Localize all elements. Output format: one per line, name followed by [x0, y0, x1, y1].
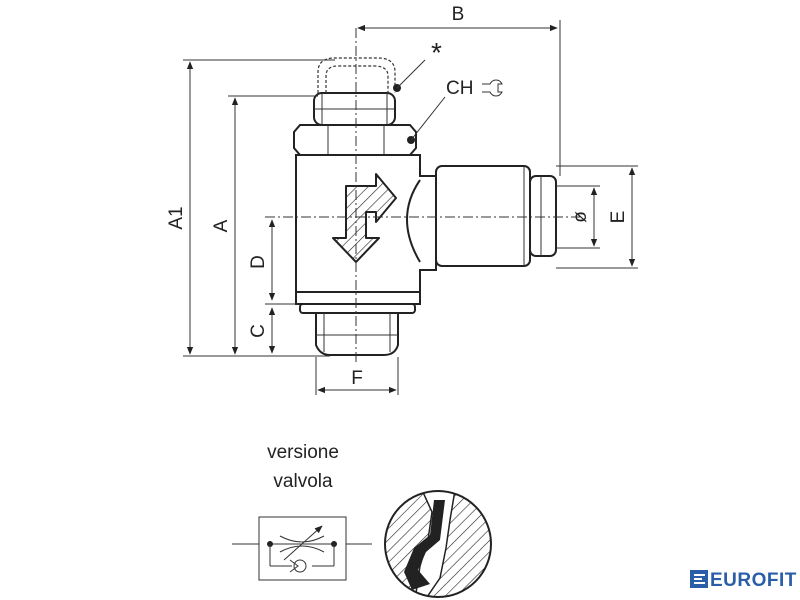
- wrench-icon: [482, 79, 503, 97]
- bottom-flange: [295, 291, 421, 305]
- eurofit-logo: EUROFIT: [690, 570, 797, 591]
- caption-line-2: valvola: [273, 471, 333, 492]
- label-a1: A1: [166, 206, 187, 229]
- label-asterisk: *: [431, 37, 442, 68]
- throttle-check-valve-symbol: [232, 516, 372, 581]
- label-diameter: ø: [570, 211, 591, 223]
- label-c: C: [248, 324, 269, 338]
- label-b: B: [452, 4, 465, 25]
- bottom-thread: [315, 312, 399, 356]
- label-ch: CH: [446, 78, 473, 99]
- caption-line-1: versione: [267, 442, 339, 463]
- section-detail-circle: [384, 490, 492, 598]
- release-collet: [529, 175, 557, 257]
- label-d: D: [248, 255, 269, 269]
- label-f: F: [351, 368, 363, 389]
- flow-direction-arrow-icon: [332, 173, 397, 263]
- hex-nut: [293, 124, 417, 156]
- asterisk-leader: [396, 59, 426, 89]
- fitting-body: [293, 92, 557, 356]
- ch-leader: [410, 96, 446, 141]
- label-e: E: [608, 211, 629, 224]
- adjustment-knob-dashed: [317, 57, 396, 93]
- label-a: A: [211, 219, 232, 232]
- push-in-sleeve: [435, 165, 531, 267]
- eurofit-logo-text: EUROFIT: [710, 570, 797, 591]
